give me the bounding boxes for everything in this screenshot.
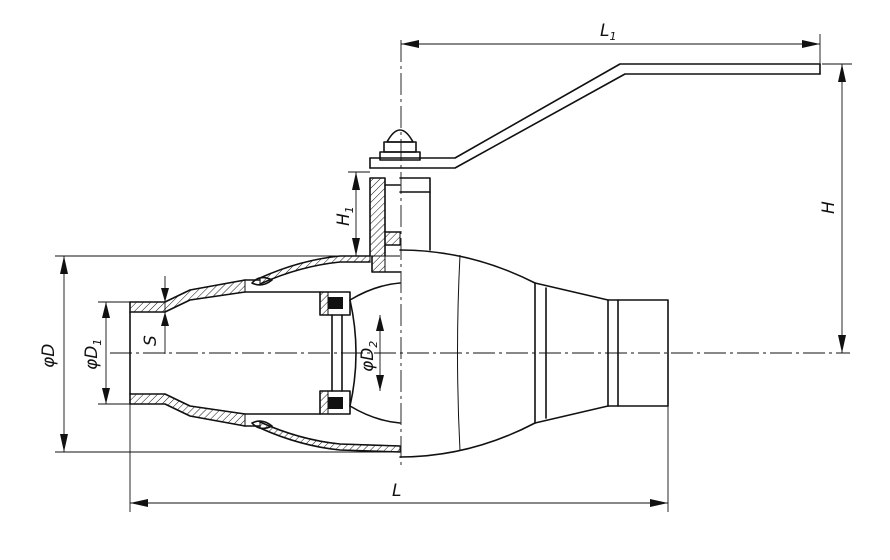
- dim-H1: H1: [334, 171, 370, 257]
- dim-D1: φD1: [82, 301, 130, 405]
- valve-exterior-right: [399, 177, 669, 458]
- dim-L: L: [129, 404, 669, 512]
- dim-D: φD: [39, 255, 400, 453]
- dim-S: S: [141, 276, 169, 354]
- dim-H: H: [819, 63, 852, 353]
- label-S: S: [141, 335, 161, 346]
- label-D2: φD2: [358, 341, 380, 372]
- label-L: L: [392, 481, 401, 501]
- valve-handle: [369, 63, 821, 169]
- pipe-wall-bottom: [129, 393, 246, 427]
- label-H1: H1: [334, 206, 356, 226]
- pipe-wall-top: [129, 279, 246, 313]
- label-D1: φD1: [82, 339, 104, 370]
- label-L1: L1: [600, 21, 616, 43]
- label-H: H: [819, 201, 839, 214]
- cap-nut: [386, 129, 414, 143]
- valve-section-left: [129, 177, 401, 453]
- dim-D2: φD2: [358, 315, 384, 391]
- dim-L1: L1: [401, 21, 821, 64]
- ball: [349, 282, 401, 301]
- center-lines: [110, 40, 850, 465]
- label-D: φD: [39, 344, 59, 368]
